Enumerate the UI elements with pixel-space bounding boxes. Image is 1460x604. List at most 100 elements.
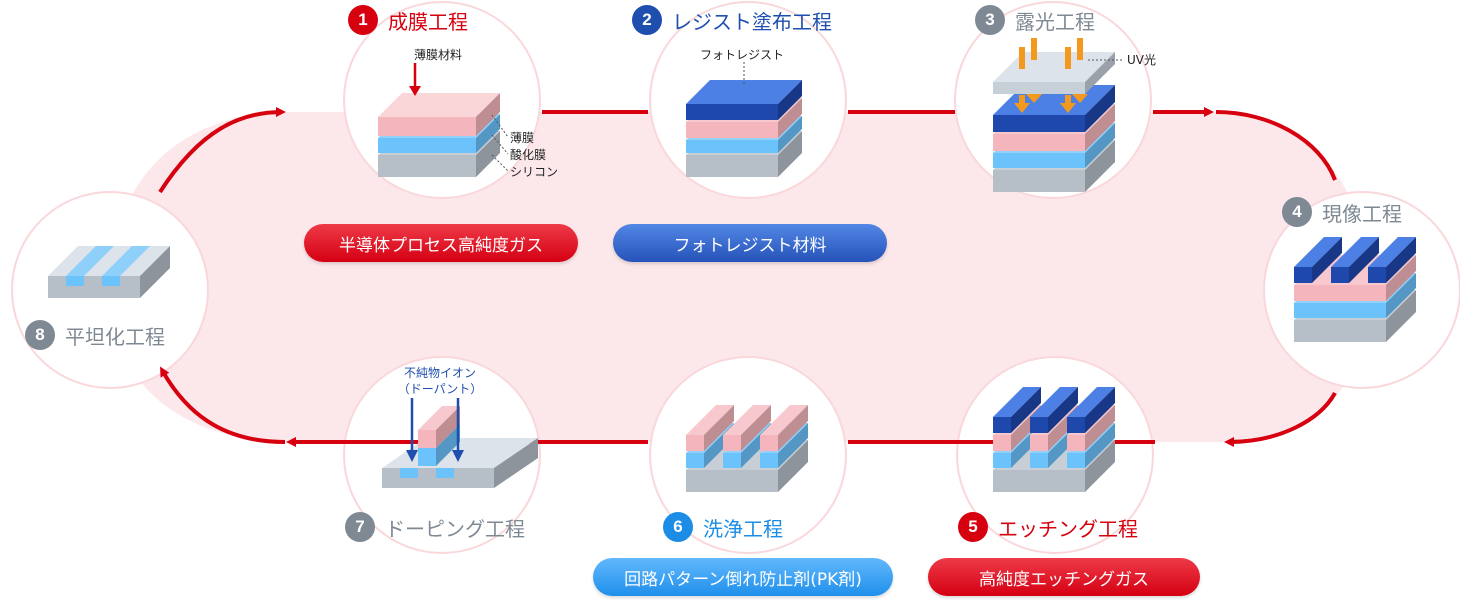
resist-line-0-side [1312, 237, 1342, 283]
gate-oxide-side [436, 424, 460, 466]
film-layer-side [1085, 104, 1115, 151]
film-layer-side [1386, 255, 1416, 301]
resist-line-1-front [1331, 267, 1349, 283]
oxide-line-1-front [1030, 453, 1048, 468]
oxide-layer-side [476, 114, 500, 153]
silicon-layer-side [1386, 290, 1416, 342]
step-6-illustration [686, 405, 808, 492]
step-8-label: 平坦化工程 [65, 324, 165, 349]
gate-oxide-front [418, 448, 436, 466]
step-1-illustration [378, 63, 509, 177]
product-button-pk-agent[interactable]: 回路パターン倒れ防止剤(PK剤) [593, 558, 893, 596]
film-layer-front [1294, 285, 1386, 301]
arc-8-to-1 [158, 107, 286, 194]
doped-region-2 [436, 468, 454, 478]
step-5-illustration [993, 387, 1115, 492]
oxide-line-0-front [993, 453, 1011, 468]
silicon-layer-side [778, 131, 802, 177]
step-8-illustration [48, 246, 170, 298]
step-8-number: 8 [25, 320, 55, 350]
resist-line-2-top [1067, 387, 1115, 417]
oxide-line-2-front [1067, 453, 1085, 468]
step-1-number: 1 [348, 5, 378, 35]
wire-1-top [66, 246, 114, 276]
film-layer-top [378, 93, 500, 117]
product-label: 高純度エッチングガス [979, 569, 1149, 590]
uv-arrow-icon-1 [1060, 103, 1076, 113]
film-line-1-top [723, 405, 771, 435]
product-label: 回路パターン倒れ防止剤(PK剤) [624, 569, 862, 590]
product-button-photoresist[interactable]: フォトレジスト材料 [613, 224, 887, 262]
film-line-0-front [993, 435, 1011, 451]
oxide-line-1-front [723, 453, 741, 468]
film-layer-front [686, 122, 778, 138]
film-line-1-front [1030, 435, 1048, 451]
product-button-etching-gas[interactable]: 高純度エッチングガス [928, 558, 1200, 596]
resist-line-2 [1067, 387, 1115, 433]
arc-4-to-5 [1224, 391, 1337, 447]
wire-2-top [102, 246, 150, 276]
label-uv-light: UV光 [1127, 53, 1156, 67]
film-line-1 [723, 405, 771, 451]
film-line-1-front [723, 435, 741, 451]
step-2-label: レジスト塗布工程 [672, 9, 832, 34]
silicon-base-front [993, 470, 1085, 492]
step-5-label: エッチング工程 [998, 516, 1138, 541]
uv-arrow-icon-0 [1014, 103, 1030, 113]
step-7-number: 7 [345, 512, 375, 542]
ion-arrow-icon-0 [406, 450, 418, 462]
resist-line-2-front [1368, 267, 1386, 283]
resist-line-1-side [1048, 387, 1078, 433]
product-button-process-gas[interactable]: 半導体プロセス高純度ガス [304, 224, 578, 262]
resist-line-0-top [993, 387, 1041, 417]
resist-line-1-side [1349, 237, 1379, 283]
oxide-line-0-front [686, 453, 704, 468]
resist-line-0-top [1294, 237, 1342, 267]
resist-line-2 [1368, 237, 1416, 283]
silicon-layer-side [476, 131, 500, 177]
uv-ray-back-1 [1077, 38, 1083, 60]
silicon-base-side [778, 440, 808, 492]
resist-line-2-side [1085, 387, 1115, 433]
step-2-number: 2 [632, 5, 662, 35]
resist-layer [686, 80, 802, 120]
step-7-title: 7 ドーピング工程 [345, 512, 525, 542]
step-7-label: ドーピング工程 [385, 516, 525, 541]
step-3-title: 3 露光工程 [975, 5, 1095, 35]
gate-film-side [436, 406, 460, 448]
uv-ray-low-1 [1065, 95, 1071, 105]
oxide-layer-front [993, 153, 1085, 168]
silicon-base-side [494, 438, 538, 488]
silicon-layer-front [1294, 320, 1386, 342]
product-label: フォトレジスト材料 [673, 235, 827, 256]
resist-layer-top [686, 80, 802, 104]
film-layer-side [778, 98, 802, 138]
resist-line-0 [993, 387, 1041, 433]
silicon-base-side [1085, 440, 1115, 492]
resist-line-2-front [1067, 417, 1085, 433]
resist-line-1-top [1331, 237, 1379, 267]
oxide-line-2-front [760, 453, 778, 468]
silicon-base-front [48, 276, 140, 298]
resist-line-0-front [1294, 267, 1312, 283]
uv-ray-low-0 [1019, 95, 1025, 105]
film-line-2 [760, 405, 808, 451]
arc-3-to-4 [1215, 110, 1337, 181]
film-line-0 [686, 405, 734, 451]
doped-region-1 [400, 468, 418, 478]
step-6-number: 6 [663, 512, 693, 542]
silicon-base-front [686, 470, 778, 492]
step-1-label: 成膜工程 [388, 9, 468, 34]
step-2-title: 2 レジスト塗布工程 [632, 5, 832, 35]
resist-line-2-top [1368, 237, 1416, 267]
film-layer-front [378, 117, 476, 136]
label-thin-film-material: 薄膜材料 [414, 48, 463, 62]
oxide-layer-front [378, 138, 476, 153]
film-line-2-top [760, 405, 808, 435]
label-photoresist: フォトレジスト [700, 48, 785, 62]
gate-film-top [418, 406, 460, 430]
label-silicon: シリコン [510, 165, 559, 179]
silicon-layer-front [686, 155, 778, 177]
